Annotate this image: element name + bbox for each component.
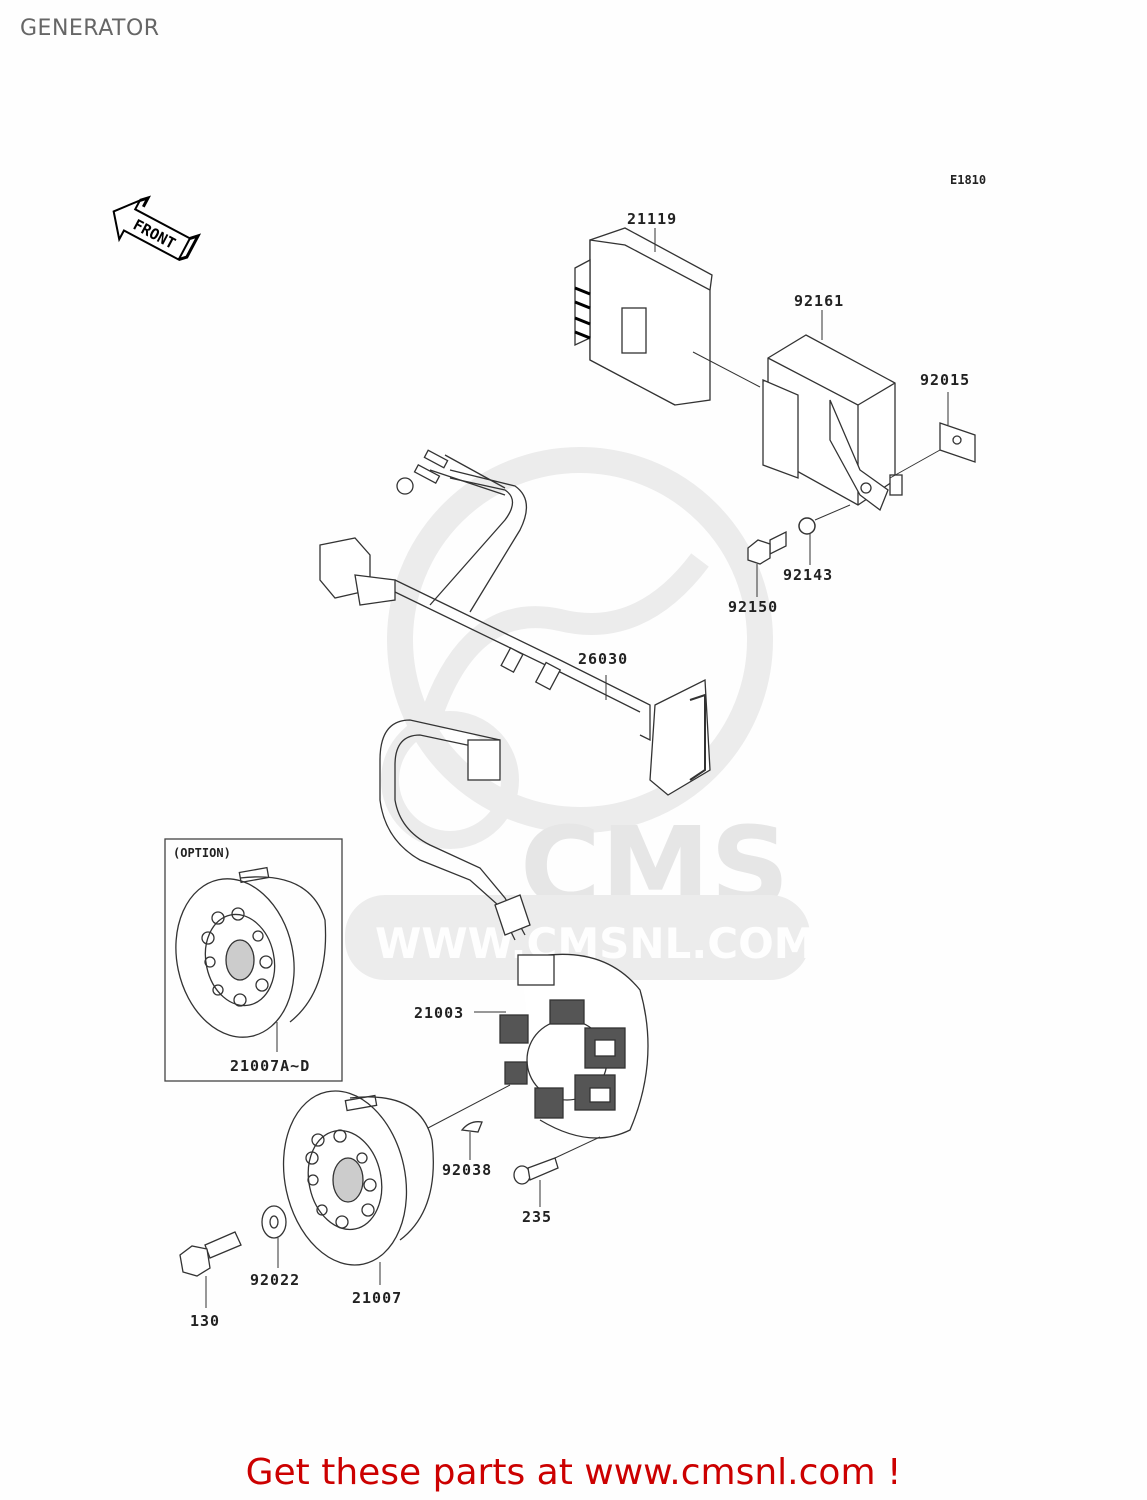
callout-92022[interactable]: 92022	[250, 1271, 300, 1289]
part-130-flange-bolt	[179, 1231, 242, 1277]
callout-21007A-D[interactable]: 21007A~D	[230, 1057, 310, 1075]
callout-235[interactable]: 235	[522, 1208, 552, 1226]
callout-92161[interactable]: 92161	[794, 292, 844, 310]
part-92015-clip	[939, 422, 976, 463]
footer-cta: Get these parts at www.cmsnl.com !	[0, 1452, 1147, 1493]
part-26030-harness	[319, 449, 711, 941]
page-title: GENERATOR	[20, 16, 160, 41]
callout-92038[interactable]: 92038	[442, 1161, 492, 1179]
front-arrow-icon: FRONT	[112, 195, 202, 262]
option-box	[164, 838, 343, 1082]
watermark: CMS WWW.CMSNL.COM	[345, 447, 816, 980]
callout-130[interactable]: 130	[190, 1312, 220, 1330]
callout-21007[interactable]: 21007	[352, 1289, 402, 1307]
part-92022-washer	[261, 1205, 287, 1239]
callout-92143[interactable]: 92143	[783, 566, 833, 584]
part-235-screw	[513, 1157, 559, 1185]
callout-21119[interactable]: 21119	[627, 210, 677, 228]
part-92161-regulator	[762, 334, 903, 512]
part-21007-rotor	[282, 1090, 434, 1266]
part-92143-collar	[798, 517, 816, 535]
diagram-code: E1810	[950, 173, 986, 187]
part-92038-key	[460, 1121, 483, 1133]
part-92150-bolt	[747, 530, 787, 565]
callout-92015[interactable]: 92015	[920, 371, 970, 389]
cmsnl-link[interactable]: Get these parts at www.cmsnl.com !	[245, 1452, 902, 1493]
part-21007A-D-optional-rotor	[175, 866, 327, 1038]
part-21003-stator	[499, 953, 649, 1139]
callout-26030[interactable]: 26030	[578, 650, 628, 668]
callout-21003[interactable]: 21003	[414, 1004, 464, 1022]
callout-92150[interactable]: 92150	[728, 598, 778, 616]
option-box-label: (OPTION)	[173, 846, 231, 860]
part-21119-igniter	[574, 227, 713, 406]
